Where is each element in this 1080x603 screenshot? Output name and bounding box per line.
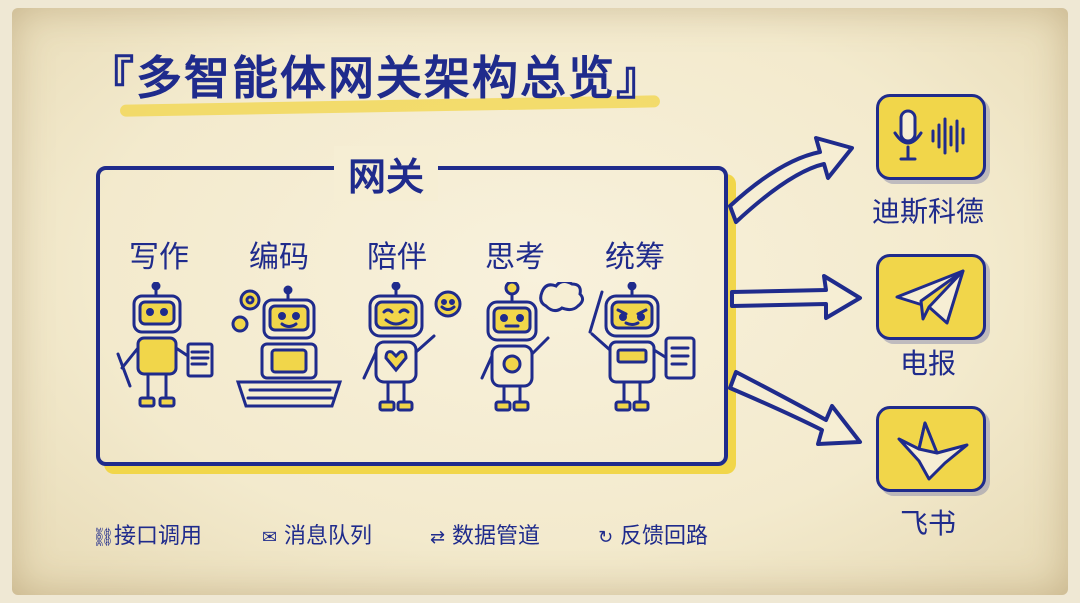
gateway-label: 网关: [334, 146, 439, 201]
channel-label-discord: 迪斯科德: [871, 195, 984, 228]
legend-item-api-call: ⛓接口调用: [92, 518, 203, 552]
orchestration-robot-icon: [588, 282, 696, 412]
link-icon: ⛓: [92, 527, 115, 548]
agent-label-thinking: 思考: [485, 240, 545, 275]
agent-label-orchestration: 统筹: [605, 240, 665, 275]
refresh-loop-icon: ↻: [598, 527, 614, 548]
bidirectional-arrows-icon: ⇄: [430, 527, 446, 548]
legend-item-data-pipeline: ⇄ 数据管道: [430, 518, 541, 552]
thinking-robot-icon: [480, 282, 585, 412]
arrow-to-discord: [728, 136, 854, 224]
paper-plane-icon: [895, 269, 965, 325]
arrow-to-telegram: [730, 274, 862, 320]
arrow-to-feishu: [728, 370, 862, 446]
page-title: 『多智能体网关架构总览』: [88, 51, 664, 105]
channel-discord: [876, 94, 986, 180]
legend-label: 消息队列: [284, 524, 373, 549]
coding-robot-icon: [231, 285, 343, 408]
legend-label: 反馈回路: [620, 524, 709, 549]
channel-telegram: [876, 254, 986, 340]
envelope-icon: ✉: [262, 527, 278, 548]
channel-label-telegram: 电报: [899, 347, 956, 380]
channel-label-feishu: 飞书: [899, 507, 956, 540]
legend-item-message-queue: ✉ 消息队列: [262, 518, 373, 552]
microphone-soundwave-icon: [893, 109, 965, 161]
companion-robot-icon: [362, 282, 462, 412]
legend-label: 数据管道: [452, 524, 541, 549]
channel-feishu: [876, 406, 986, 492]
legend-label: 接口调用: [114, 524, 203, 549]
writing-robot-icon: [116, 282, 214, 408]
agent-label-writing: 写作: [129, 240, 189, 275]
agent-label-coding: 编码: [249, 240, 309, 275]
paper-crane-icon: [897, 421, 969, 481]
legend-item-feedback-loop: ↻ 反馈回路: [598, 518, 709, 552]
agent-label-companion: 陪伴: [367, 240, 427, 275]
